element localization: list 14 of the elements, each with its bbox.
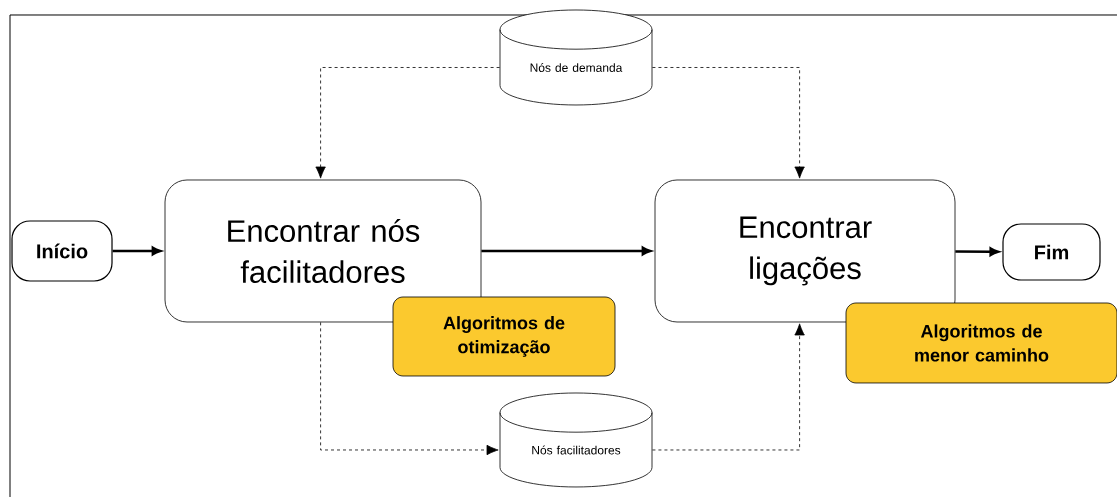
note-box: Algoritmos de otimização <box>392 296 616 377</box>
arrow <box>112 246 162 256</box>
terminal-box: Fim <box>1002 223 1101 281</box>
terminal-box: Início <box>11 220 113 282</box>
arrow <box>315 67 500 179</box>
process-box: Encontrar ligações <box>654 179 956 323</box>
arrow <box>955 247 1000 257</box>
note-box: Algoritmos de menor caminho <box>845 302 1117 384</box>
database-cylinder: Nós facilitadores <box>499 392 653 488</box>
arrow <box>652 67 805 179</box>
database-cylinder: Nós de demanda <box>499 9 653 106</box>
arrow <box>320 322 499 456</box>
arrow <box>652 323 805 451</box>
arrow <box>481 246 652 256</box>
